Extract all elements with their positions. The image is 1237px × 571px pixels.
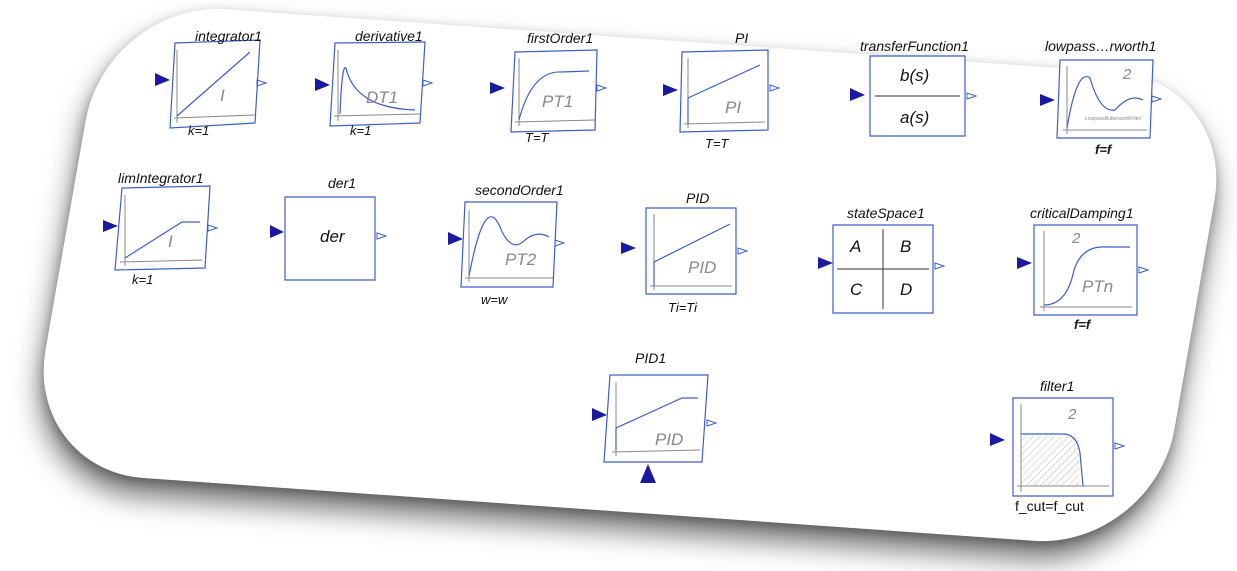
filter-order: 2 [1072,230,1081,247]
block-derivative1[interactable]: derivative1 DT1 k=1 [310,28,440,138]
block-der1[interactable]: der1 der [270,175,400,290]
block-param: T=T [705,136,729,151]
filter-subtext: LowpassButterworthFilter [1085,116,1142,122]
pid1-icon [592,374,718,483]
block-param: f_cut=f_cut [1015,498,1084,514]
block-title: filter1 [1040,378,1075,394]
matrix-d: D [900,280,913,299]
block-param: k=1 [350,123,372,138]
block-param: w=w [481,292,508,307]
block-PID1[interactable]: PID1 PID [590,350,730,490]
block-transferFunction1[interactable]: transferFunction1 b(s) a(s) [845,38,985,148]
block-integrator1[interactable]: integrator1 I k=1 [150,28,270,138]
filter-icon [990,397,1126,497]
der-icon [270,196,388,281]
block-symbol: PTn [1082,277,1114,296]
block-title: der1 [328,175,357,191]
block-secondOrder1[interactable]: secondOrder1 PT2 w=w [445,182,585,307]
block-PID[interactable]: PID PID Ti=Ti [618,190,758,315]
block-symbol: der [320,227,345,246]
block-symbol: PID [688,258,717,277]
block-title: limIntegrator1 [118,170,204,186]
pi-icon [663,49,781,133]
block-limIntegrator1[interactable]: limIntegrator1 I k=1 [100,170,230,290]
block-symbol: PT1 [542,92,574,111]
block-stateSpace1[interactable]: stateSpace1 A B C D [815,205,955,320]
block-title: criticalDamping1 [1030,205,1134,221]
block-title: secondOrder1 [475,182,564,198]
block-param: k=1 [188,123,210,138]
block-title: lowpass…rworth1 [1045,38,1157,54]
block-param: f=f [1074,317,1091,332]
transfer-function-icon [850,55,978,137]
block-param: Ti=Ti [668,300,698,315]
block-param: k=1 [132,272,154,287]
first-order-icon [490,49,608,133]
block-firstOrder1[interactable]: firstOrder1 PT1 T=T [487,30,617,145]
second-order-icon [448,201,566,288]
block-symbol: I [220,86,225,105]
matrix-a: A [850,237,862,256]
numerator: b(s) [900,66,930,85]
block-symbol: PI [725,98,742,117]
pid-icon [621,207,749,295]
block-PI[interactable]: PI PI T=T [660,30,781,155]
block-filter1[interactable]: filter1 2 f_cut=f_cut [985,378,1145,518]
block-criticalDamping1[interactable]: criticalDamping1 2 PTn f=f [1012,205,1182,335]
integrator-icon [155,39,268,129]
block-symbol: PID [655,430,684,449]
block-title: firstOrder1 [527,30,594,46]
block-symbol: DT1 [366,88,399,107]
state-space-icon [818,224,946,314]
block-title: PID1 [635,350,667,366]
block-symbol: I [168,232,173,251]
block-symbol: PT2 [505,250,537,269]
block-title: integrator1 [195,28,262,44]
block-title: PID [686,190,710,206]
lim-integrator-icon [103,185,219,271]
block-title: stateSpace1 [847,205,925,221]
filter-order: 2 [1068,406,1077,423]
denominator: a(s) [900,108,930,127]
block-title: PI [735,30,749,46]
block-title: derivative1 [355,28,423,44]
block-title: transferFunction1 [860,38,969,54]
filter-order: 2 [1123,66,1132,83]
block-param: f=f [1095,142,1112,157]
matrix-c: C [850,280,863,299]
block-lowpass[interactable]: lowpass…rworth1 2 LowpassButterworthFilt… [1035,38,1195,158]
matrix-b: B [900,237,912,256]
lowpass-icon [1040,59,1163,139]
block-param: T=T [525,130,549,145]
derivative-icon [315,41,434,127]
critical-damping-icon [1017,224,1150,316]
